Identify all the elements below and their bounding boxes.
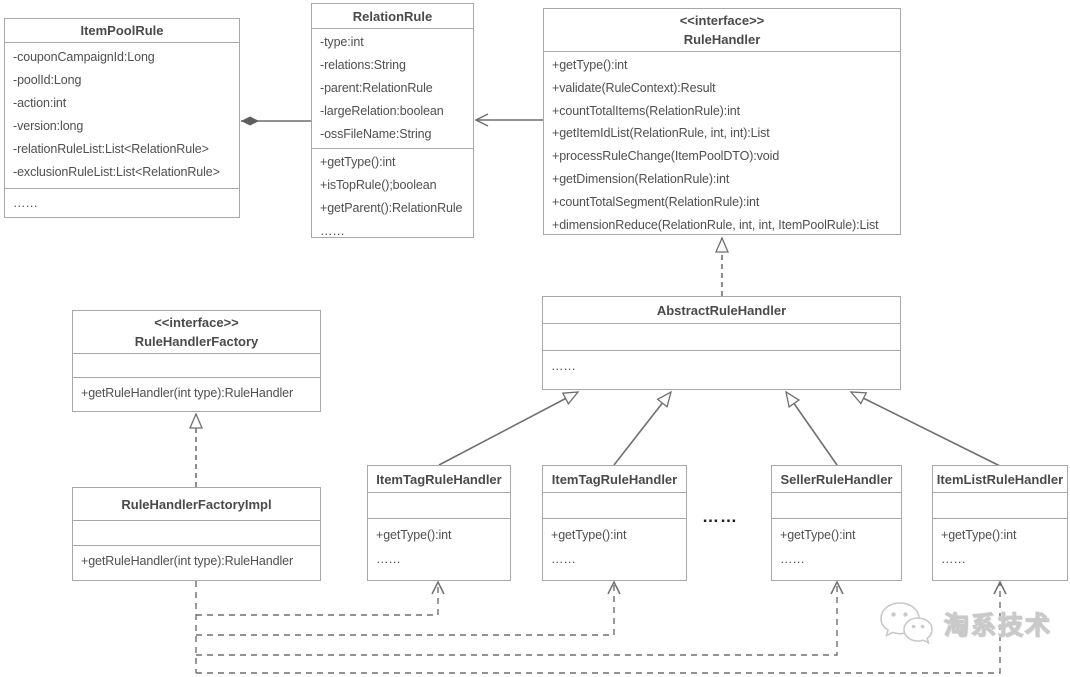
class-member: +getType():int bbox=[320, 155, 396, 169]
attributes-section bbox=[368, 492, 510, 518]
class-member: +getDimension(RelationRule):int bbox=[552, 171, 730, 186]
class-title: ItemPoolRule bbox=[5, 19, 239, 42]
methods-section: …… bbox=[543, 350, 900, 389]
attributes-section: -type:int -relations:String -parent:Relati… bbox=[312, 28, 473, 148]
class-title: <<interface>> RuleHandlerFactory bbox=[73, 311, 320, 353]
generalization-arrow-itemlist bbox=[849, 391, 1001, 467]
dependency-arrow-itemtag1 bbox=[196, 580, 445, 616]
dependency-arrow-seller bbox=[196, 580, 844, 656]
methods-section: +getType():int …… bbox=[543, 518, 686, 580]
wechat-icon bbox=[880, 602, 933, 645]
class-itemtagrulehandler-2: ItemTagRuleHandler +getType():int …… bbox=[542, 465, 687, 581]
class-name: RuleHandlerFactoryImpl bbox=[121, 496, 272, 512]
dependency-arrow-itemtag2 bbox=[196, 580, 621, 636]
class-rulehandlerfactory: <<interface>> RuleHandlerFactory +getRul… bbox=[72, 310, 321, 412]
class-title: RelationRule bbox=[312, 4, 473, 28]
generalization-arrow-itemtag2 bbox=[613, 390, 673, 466]
attributes-section bbox=[73, 520, 320, 545]
class-member: …… bbox=[780, 552, 805, 566]
class-itempoolrule: ItemPoolRule -couponCampaignId:Long -pool… bbox=[4, 18, 240, 218]
class-member: …… bbox=[551, 359, 576, 373]
class-itemtagrulehandler-1: ItemTagRuleHandler +getType():int …… bbox=[367, 465, 511, 581]
class-title: ItemTagRuleHandler bbox=[543, 466, 686, 492]
attributes-section: -couponCampaignId:Long -poolId:Long -actio… bbox=[5, 42, 239, 188]
class-member: +validate(RuleContext):Result bbox=[552, 80, 716, 95]
class-member: …… bbox=[13, 196, 38, 210]
attributes-section bbox=[933, 492, 1067, 518]
handlers-ellipsis: …… bbox=[702, 507, 738, 526]
class-name: ItemListRuleHandler bbox=[936, 471, 1064, 487]
class-rulehandler: <<interface>> RuleHandler +getType():int… bbox=[543, 8, 901, 235]
methods-section: +getType():int …… bbox=[933, 518, 1067, 580]
class-member: -parent:RelationRule bbox=[320, 81, 433, 95]
class-title: ItemListRuleHandler bbox=[933, 466, 1067, 492]
class-name: RuleHandlerFactory bbox=[134, 334, 259, 349]
class-member: +getRuleHandler(int type):RuleHandler bbox=[81, 386, 294, 400]
class-member: -couponCampaignId:Long bbox=[13, 50, 155, 64]
class-member: +getType():int bbox=[941, 528, 1017, 542]
class-title: RuleHandlerFactoryImpl bbox=[73, 488, 320, 520]
class-member: …… bbox=[941, 552, 966, 566]
class-name: ItemTagRuleHandler bbox=[551, 471, 678, 487]
class-name: ItemPoolRule bbox=[80, 23, 164, 38]
methods-section: +getType():int +isTopRule();boolean +getPa… bbox=[312, 148, 473, 237]
class-member: -version:long bbox=[13, 119, 84, 133]
watermark-text: 淘系技术 bbox=[943, 611, 1053, 640]
class-member: +getType():int bbox=[780, 528, 856, 542]
class-member: +getType():int bbox=[552, 58, 628, 72]
generalization-arrow-seller bbox=[785, 390, 838, 466]
class-member: +countTotalItems(RelationRule):int bbox=[552, 103, 741, 118]
class-member: …… bbox=[376, 552, 401, 566]
class-member: +getType():int bbox=[551, 528, 627, 542]
attributes-section bbox=[543, 492, 686, 518]
class-title: AbstractRuleHandler bbox=[543, 297, 900, 323]
class-name: AbstractRuleHandler bbox=[656, 302, 787, 318]
class-member: +getRuleHandler(int type):RuleHandler bbox=[81, 554, 294, 568]
class-member: +getType():int bbox=[376, 528, 452, 542]
class-member: +isTopRule();boolean bbox=[320, 178, 437, 192]
methods-section: +getType():int …… bbox=[772, 518, 901, 580]
class-member: …… bbox=[320, 224, 345, 237]
class-abstractrulehandler: AbstractRuleHandler …… bbox=[542, 296, 901, 390]
class-member: +processRuleChange(ItemPoolDTO):void bbox=[552, 149, 780, 164]
methods-section: +getType():int +validate(RuleContext):Res… bbox=[544, 51, 900, 234]
class-name: RelationRule bbox=[352, 8, 433, 24]
class-member: -exclusionRuleList:List<RelationRule> bbox=[13, 165, 220, 179]
class-member: +getItemIdList(RelationRule, int, int):L… bbox=[552, 126, 770, 141]
class-member: -poolId:Long bbox=[13, 73, 82, 87]
class-member: -ossFileName:String bbox=[320, 127, 432, 141]
class-relationrule: RelationRule -type:int-relations:String-… bbox=[311, 3, 474, 238]
methods-section: …… bbox=[5, 188, 239, 217]
dependency-arrow-itemlist bbox=[196, 580, 1007, 674]
class-title: SellerRuleHandler bbox=[772, 466, 901, 492]
methods-section: +getType():int …… bbox=[368, 518, 510, 580]
class-rulehandlerfactoryimpl: RuleHandlerFactoryImpl +getRuleHandler(i… bbox=[72, 487, 321, 581]
class-stereotype: <<interface>> bbox=[679, 13, 765, 28]
class-name: ItemTagRuleHandler bbox=[376, 471, 502, 487]
class-member: -largeRelation:boolean bbox=[320, 104, 444, 118]
class-itemlistrulehandler: ItemListRuleHandler +getType():int …… bbox=[932, 465, 1068, 581]
class-member: -type:int bbox=[320, 35, 364, 49]
class-name: RuleHandler bbox=[683, 32, 761, 47]
class-member: +countTotalSegment(RelationRule):int bbox=[552, 194, 760, 209]
class-stereotype: <<interface>> bbox=[154, 315, 239, 330]
class-name: SellerRuleHandler bbox=[780, 471, 893, 487]
class-title: <<interface>> RuleHandler bbox=[544, 9, 900, 51]
class-title: ItemTagRuleHandler bbox=[368, 466, 510, 492]
attributes-section bbox=[543, 323, 900, 350]
methods-section: +getRuleHandler(int type):RuleHandler bbox=[73, 545, 320, 580]
class-member: +dimensionReduce(RelationRule, int, int,… bbox=[552, 217, 879, 232]
attributes-section bbox=[73, 353, 320, 377]
class-member: -relationRuleList:List<RelationRule> bbox=[13, 142, 209, 156]
class-member: -action:int bbox=[13, 96, 67, 110]
class-member: …… bbox=[551, 552, 576, 566]
methods-section: +getRuleHandler(int type):RuleHandler bbox=[73, 377, 320, 411]
class-sellerrulehandler: SellerRuleHandler +getType():int …… bbox=[771, 465, 902, 581]
watermark: 淘系技术 bbox=[876, 599, 1052, 649]
generalization-arrow-itemtag1 bbox=[438, 391, 580, 466]
attributes-section bbox=[772, 492, 901, 518]
class-member: -relations:String bbox=[320, 58, 406, 72]
class-member: +getParent():RelationRule bbox=[320, 201, 463, 215]
